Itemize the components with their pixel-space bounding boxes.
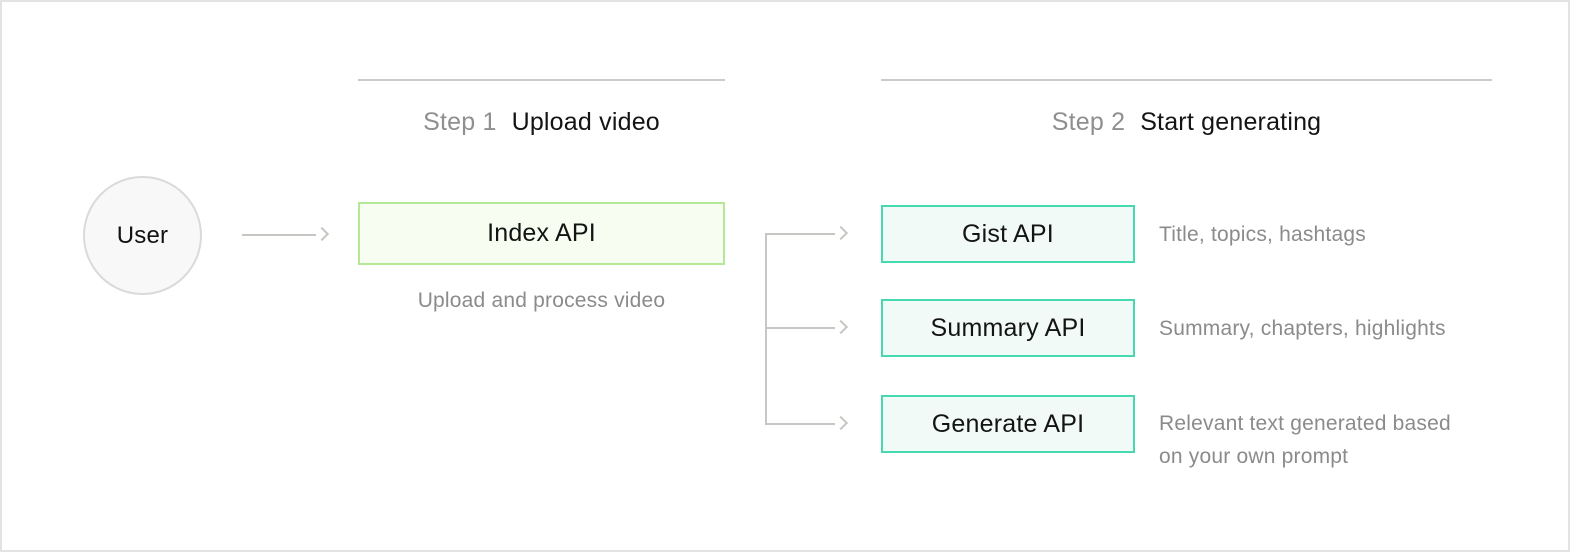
index-api-box: Index API (358, 202, 725, 265)
gist-api-label: Gist API (962, 219, 1054, 248)
arrow-user-to-index (242, 226, 330, 242)
user-node: User (83, 176, 202, 295)
arrowhead-icon (833, 225, 849, 241)
step2-rule (881, 79, 1492, 81)
gist-api-box: Gist API (881, 205, 1135, 263)
step1-title: Upload video (511, 108, 660, 136)
arrow-index-to-gist (765, 225, 849, 241)
index-api-label: Index API (487, 219, 596, 247)
step1-header: Step 1 Upload video (358, 106, 725, 139)
gist-api-description: Title, topics, hashtags (1159, 223, 1366, 246)
step2-header: Step 2 Start generating (881, 106, 1492, 139)
index-api-caption: Upload and process video (417, 289, 666, 312)
arrowhead-icon (833, 319, 849, 335)
step1-prefix: Step 1 (423, 108, 497, 136)
generate-api-label: Generate API (931, 409, 1085, 438)
step2-title: Start generating (1140, 108, 1322, 136)
arrow-index-to-generate (765, 415, 849, 431)
summary-api-label: Summary API (930, 313, 1086, 342)
arrowhead-icon (314, 226, 330, 242)
summary-api-box: Summary API (881, 299, 1135, 357)
branch-connector-line (765, 233, 767, 425)
step1-rule (358, 79, 725, 81)
step2-prefix: Step 2 (1051, 108, 1126, 136)
arrow-index-to-summary (765, 319, 849, 335)
arrowhead-icon (833, 415, 849, 431)
generate-api-description: Relevant text generated based on your ow… (1159, 412, 1451, 468)
generate-api-box: Generate API (881, 395, 1135, 453)
user-label: User (116, 221, 169, 249)
summary-api-description: Summary, chapters, highlights (1159, 317, 1446, 340)
